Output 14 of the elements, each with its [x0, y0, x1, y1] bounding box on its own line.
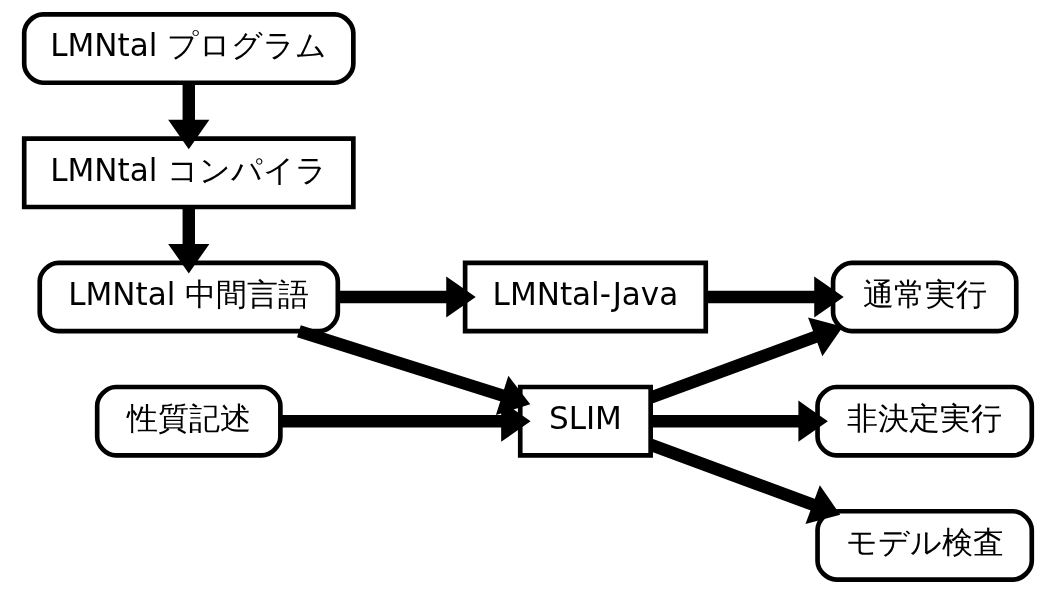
node-box: 通常実行: [830, 260, 1019, 334]
arrow: [168, 82, 210, 150]
arrow: [705, 276, 844, 318]
node-box: 性質記述: [94, 384, 283, 458]
node-box: LMNtal-Java: [462, 260, 709, 334]
node-box: LMNtal コンパイラ: [21, 136, 356, 210]
arrow: [297, 325, 531, 416]
node-box: SLIM: [517, 384, 653, 458]
arrow: [338, 276, 476, 318]
node-box: LMNtal 中間言語: [37, 260, 341, 334]
node-box: LMNtal プログラム: [21, 12, 356, 86]
arrow: [168, 207, 210, 274]
node-box: 非決定実行: [815, 384, 1035, 458]
node-box: モデル検査: [815, 508, 1035, 582]
